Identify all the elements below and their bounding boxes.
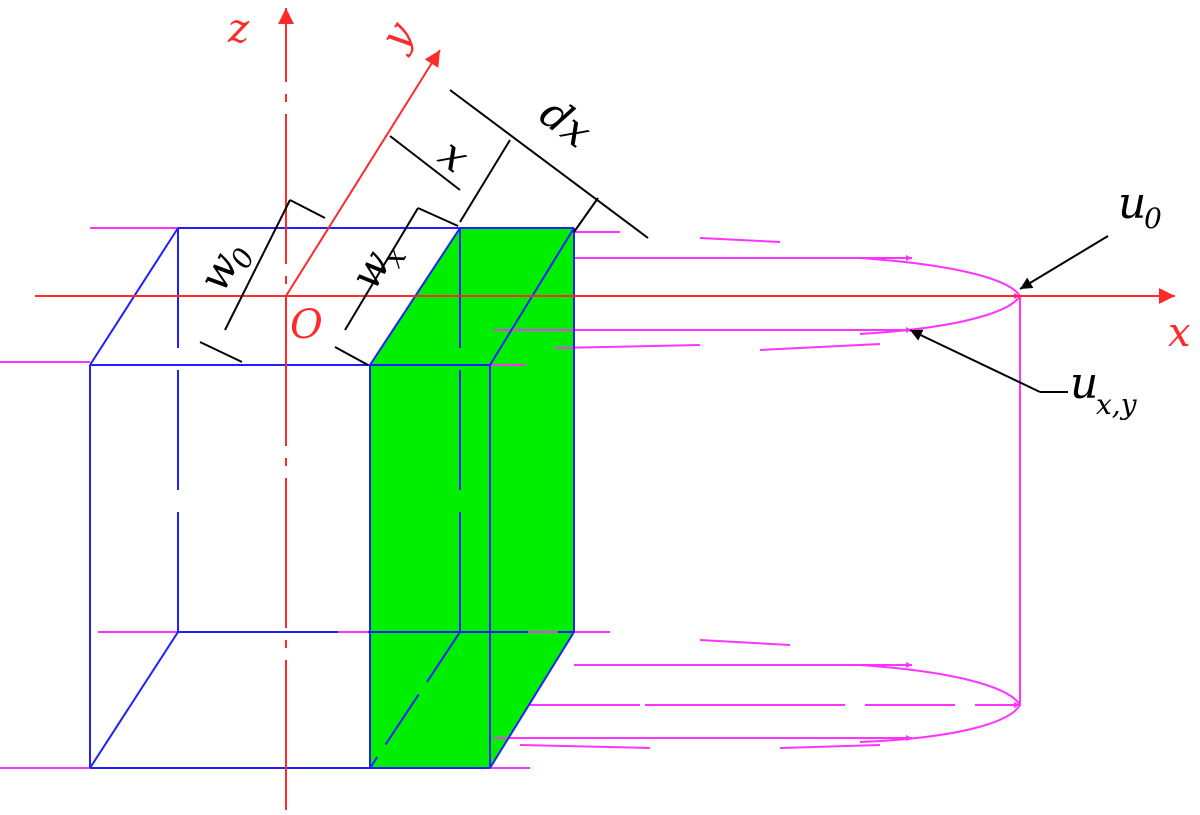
svg-text:x,y: x,y bbox=[1096, 388, 1138, 421]
coordinate-axes bbox=[35, 8, 1175, 810]
y-axis-label: y bbox=[371, 13, 424, 59]
svg-text:0: 0 bbox=[1144, 202, 1162, 235]
y-axis bbox=[285, 49, 441, 297]
origin-label: O bbox=[290, 302, 323, 348]
control-slice bbox=[370, 228, 574, 768]
x-dimension-label: x bbox=[430, 129, 479, 183]
dimension-lines bbox=[199, 89, 1109, 393]
z-axis-label: z bbox=[227, 6, 250, 52]
x-axis-label: x bbox=[1168, 310, 1191, 356]
dx-label: dx bbox=[531, 88, 601, 158]
u0-label: u 0 bbox=[1118, 178, 1162, 235]
svg-text:u: u bbox=[1070, 358, 1098, 409]
uxy-label: u x,y bbox=[1070, 358, 1138, 421]
w0-label: w 0 bbox=[189, 243, 262, 299]
wx-label: w x bbox=[340, 241, 414, 297]
svg-text:u: u bbox=[1118, 178, 1146, 229]
